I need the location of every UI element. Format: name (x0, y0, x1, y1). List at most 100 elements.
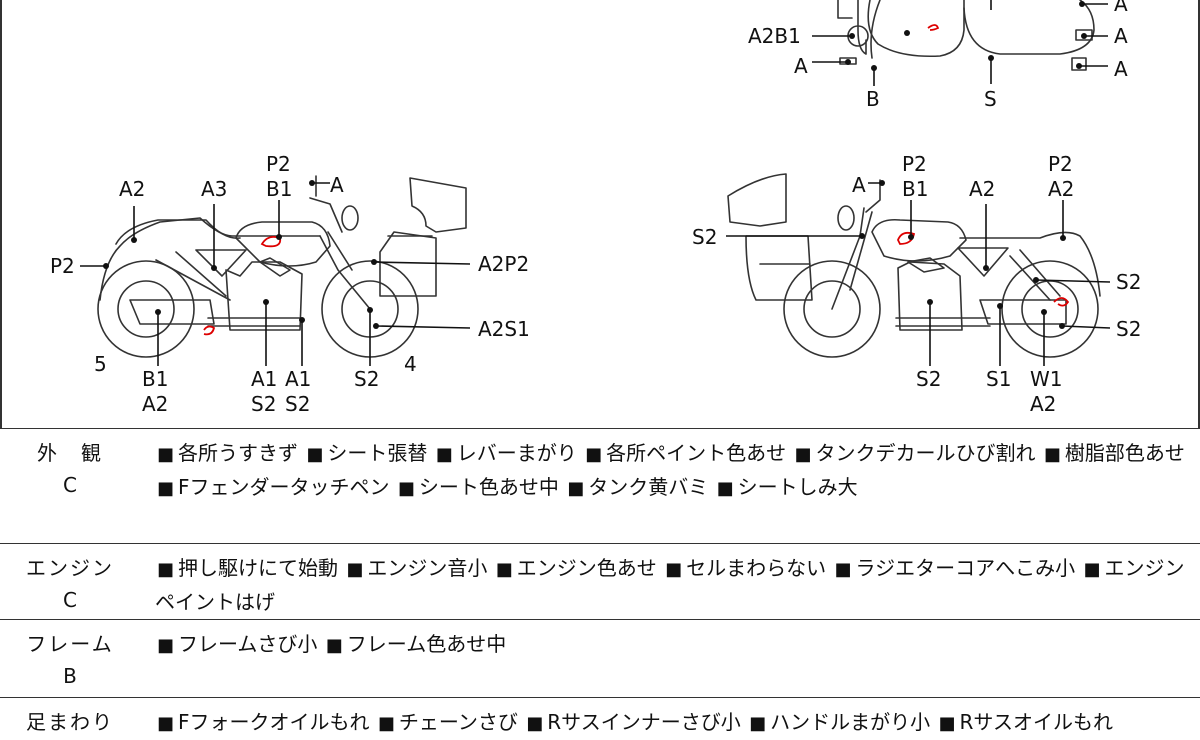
left-view-labels: P2 B1 A A2 A3 P2 A2P2 A2S1 5 4 B1 A2 A1 … (50, 152, 530, 416)
bullet-square: ■ (157, 713, 175, 734)
category-name: 足まわり (26, 710, 114, 734)
category-cell: エンジン C (0, 544, 140, 616)
notes-cell: ■フレームさび小 ■フレーム色あせ中 (155, 620, 1190, 662)
damage-diagram: A A2B1 A B S A A (50, 0, 1141, 416)
diagram-label: A2 (119, 177, 145, 201)
bullet-square: ■ (526, 713, 544, 734)
category-name: エンジン (26, 556, 114, 580)
bullet-square: ■ (1043, 444, 1061, 465)
right-border (1198, 0, 1200, 428)
bullet-square: ■ (495, 559, 513, 580)
note-item: タンク黄バミ (588, 475, 715, 499)
note-item: 各所うすきず (178, 441, 305, 465)
note-item: チェーンさび (398, 710, 525, 734)
bullet-square: ■ (157, 635, 175, 656)
row-frame: フレーム B ■フレームさび小 ■フレーム色あせ中 (0, 619, 1200, 698)
note-item: ラジエターコアへこみ小 (855, 556, 1082, 580)
note-item: フレームさび小 (178, 632, 324, 656)
bullet-square: ■ (157, 444, 175, 465)
row-engine: エンジン C ■押し駆けにて始動 ■エンジン音小 ■エンジン色あせ ■セルまわら… (0, 543, 1200, 620)
diagram-label: A1 (285, 367, 311, 391)
bullet-square: ■ (157, 559, 175, 580)
left-view-motorcycle (80, 175, 471, 366)
diagram-label: P2 (266, 152, 291, 176)
notes-cell: ■各所うすきず ■シート張替 ■レバーまがり ■各所ペイント色あせ ■タンクデカ… (155, 429, 1190, 505)
bullet-square: ■ (377, 713, 395, 734)
top-view-motorcycle (812, 0, 1108, 86)
note-item: フレーム色あせ中 (346, 632, 507, 656)
note-item: セルまわらない (686, 556, 833, 580)
diagram-label: W1 (1030, 367, 1063, 391)
diagram-label: 5 (94, 352, 107, 376)
diagram-label: A2 (969, 177, 995, 201)
diagram-label: A1 (251, 367, 277, 391)
note-item: Fフォークオイルもれ (178, 710, 376, 734)
left-border (0, 0, 2, 428)
category-cell: 外 観 C (0, 429, 140, 501)
bullet-square: ■ (346, 559, 364, 580)
diagram-label: B1 (902, 177, 928, 201)
top-view-labels: A A2B1 A B S A A (748, 0, 1128, 111)
notes-cell: ■Fフォークオイルもれ ■チェーンさび ■Rサスインナーさび小 ■ハンドルまがり… (155, 698, 1190, 740)
bullet-square: ■ (716, 478, 734, 499)
diagram-label: S2 (692, 225, 717, 249)
bullet-square: ■ (938, 713, 956, 734)
category-name: フレーム (26, 632, 114, 656)
diagram-label: A2 (1048, 177, 1074, 201)
note-item: Fフェンダータッチペン (178, 475, 396, 499)
category-name: 外 観 (37, 441, 103, 465)
diagram-label: A (330, 173, 344, 197)
note-item: Rサスインナーさび小 (547, 710, 748, 734)
bullet-square: ■ (157, 478, 175, 499)
diagram-label: A3 (201, 177, 227, 201)
category-grade: C (63, 588, 77, 612)
diagram-label: B1 (266, 177, 292, 201)
diagram-label: S2 (1116, 317, 1141, 341)
diagram-label: S2 (354, 367, 379, 391)
row-exterior: 外 観 C ■各所うすきず ■シート張替 ■レバーまがり ■各所ペイント色あせ … (0, 428, 1200, 544)
diagram-label: A (852, 173, 866, 197)
category-grade: B (63, 664, 77, 688)
diagram-label: A2 (142, 392, 168, 416)
diagram-label: A (794, 54, 808, 78)
diagram-label: A (1114, 0, 1128, 16)
diagram-label: P2 (1048, 152, 1073, 176)
bullet-square: ■ (306, 444, 324, 465)
note-item: 押し駆けにて始動 (178, 556, 345, 580)
diagram-label: P2 (902, 152, 927, 176)
bullet-square: ■ (435, 444, 453, 465)
diagram-label: A2S1 (478, 317, 530, 341)
bullet-square: ■ (794, 444, 812, 465)
note-item: ハンドルまがり小 (770, 710, 937, 734)
category-cell: 足まわり (0, 698, 140, 738)
note-item: タンクデカールひび割れ (815, 441, 1042, 465)
note-item: 各所ペイント色あせ (606, 441, 793, 465)
note-item: エンジンペイントはげ (155, 556, 1185, 614)
note-item: レバーまがり (456, 441, 584, 465)
right-view-labels: P2 B1 P2 A2 A A2 S2 S2 S2 S2 S1 W1 A2 (692, 152, 1141, 416)
right-view-motorcycle (726, 173, 1111, 366)
diagram-label: S (984, 87, 997, 111)
bullet-square: ■ (325, 635, 343, 656)
diagram-label: A2B1 (748, 24, 801, 48)
note-item: シート張替 (327, 441, 434, 465)
note-item: エンジン色あせ (516, 556, 664, 580)
category-cell: フレーム B (0, 620, 140, 692)
diagram-label: A (1114, 24, 1128, 48)
diagram-label: 4 (404, 352, 417, 376)
bullet-square: ■ (397, 478, 415, 499)
bullet-square: ■ (585, 444, 603, 465)
diagram-label: B1 (142, 367, 168, 391)
bullet-square: ■ (834, 559, 852, 580)
diagram-label: S2 (285, 392, 310, 416)
diagram-label: S2 (1116, 270, 1141, 294)
diagram-label: B (866, 87, 880, 111)
note-item: エンジン音小 (367, 556, 494, 580)
diagram-label: S2 (916, 367, 941, 391)
diagram-label: P2 (50, 254, 75, 278)
category-grade: C (63, 473, 77, 497)
note-item: 樹脂部色あせ (1064, 441, 1185, 465)
note-item: Rサスオイルもれ (959, 710, 1114, 734)
note-item: シートしみ大 (737, 475, 858, 499)
bullet-square: ■ (567, 478, 585, 499)
